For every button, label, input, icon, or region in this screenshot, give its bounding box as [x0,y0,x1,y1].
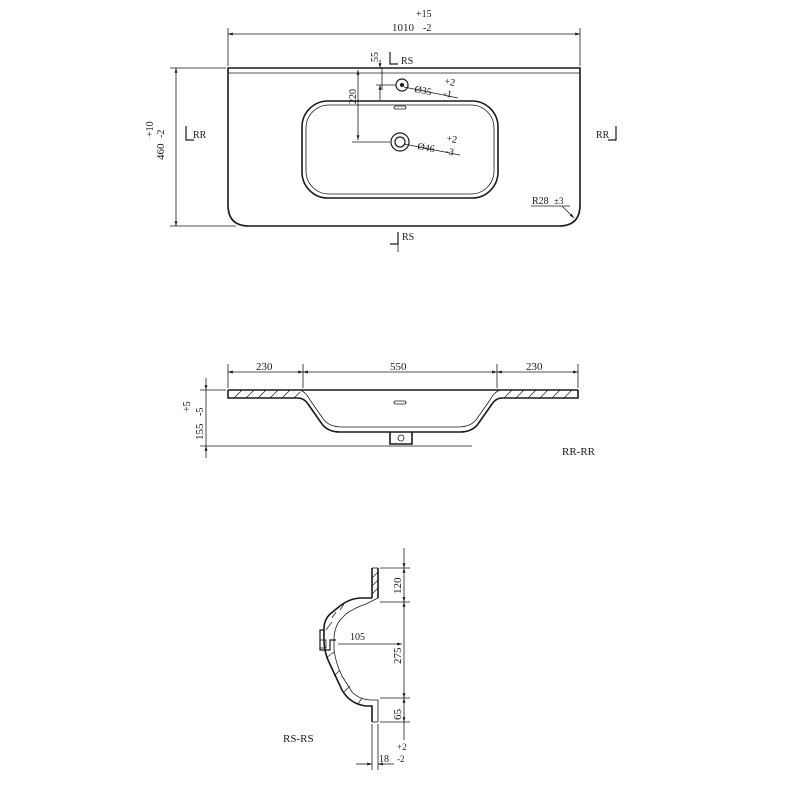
basin-profile-outer [227,390,579,433]
height-tol-minus: -5 [195,408,206,416]
section-rr-right-marker [608,126,617,141]
right-deck-value: 230 [526,361,543,373]
corner-radius: R28 [532,196,549,207]
left-deck-hatch [233,389,301,399]
tap-hole-tol-minus: -1 [442,88,452,100]
tap-hole-leader [403,86,459,99]
basin-width-value: 550 [390,361,407,373]
corner-radius-tol: ±3 [554,196,564,206]
tap-hole-center [400,83,404,87]
width-tol-minus: -2 [423,23,431,34]
width-value: 1010 [392,22,415,34]
drain-offset-value: 220 [348,89,359,104]
side-back-hatch [371,571,379,595]
depth-tol-plus: +10 [145,121,156,137]
bowl-outline [301,100,499,199]
tap-hole-dia: Ø35 [413,84,432,98]
thickness-tol-minus: -2 [397,754,405,764]
depth-tol-minus: -2 [156,130,167,138]
drain-inner [394,136,406,148]
right-deck-hatch [503,389,573,399]
side-dim-middle-value: 275 [392,647,404,664]
section-rs-bottom-marker [390,232,399,245]
thickness-tol-plus: +2 [397,742,407,752]
depth-value: 460 [155,143,167,160]
height-value: 155 [194,423,206,440]
section-rr-right-label: RR [596,130,610,141]
side-section: 120 275 65 105 18 -2 +2 RS-RS [283,548,410,770]
tap-offset-value: 55 [370,52,381,62]
top-view: 1010 +15 -2 460 -2 +10 55 220 RS [145,9,617,252]
drain-stub-hole [397,434,405,442]
section-rr-left-marker [185,126,194,141]
side-drain-cap [319,639,327,649]
drain-dia: Ø46 [416,141,435,155]
drain-tol-plus: +2 [445,133,458,146]
side-section-label: RS-RS [283,733,314,745]
basin-outline [227,67,581,227]
front-section-label: RR-RR [562,446,596,458]
section-rs-bottom-label: RS [402,232,414,243]
left-deck-value: 230 [256,361,273,373]
section-rs-top-label: RS [401,56,413,67]
side-profile-inner [333,597,379,722]
drain-depth-value: 105 [350,632,365,643]
side-profile-outer [323,597,373,722]
side-dim-bottom-value: 65 [392,709,404,721]
drain-tol-minus: -3 [444,146,454,158]
drain-leader [403,143,461,156]
front-section: 230 550 230 155 -5 +5 RR-RR [182,361,596,458]
side-drain-spigot [319,629,336,651]
side-dim-top-value: 120 [392,577,404,594]
tap-hole-tol-plus: +2 [443,76,456,89]
section-rs-top-marker [389,52,398,65]
bowl-inner-outline [305,104,495,195]
drain-stub [389,432,413,445]
side-curve-hatch [325,603,363,705]
section-rr-left-label: RR [193,130,207,141]
height-tol-plus: +5 [182,401,193,412]
drain-outer [390,132,410,152]
thickness-value: 18 [379,754,389,765]
overflow-slot [393,105,407,110]
width-tol-plus: +15 [416,9,432,20]
front-overflow [393,400,407,405]
basin-profile-inner [299,389,501,428]
